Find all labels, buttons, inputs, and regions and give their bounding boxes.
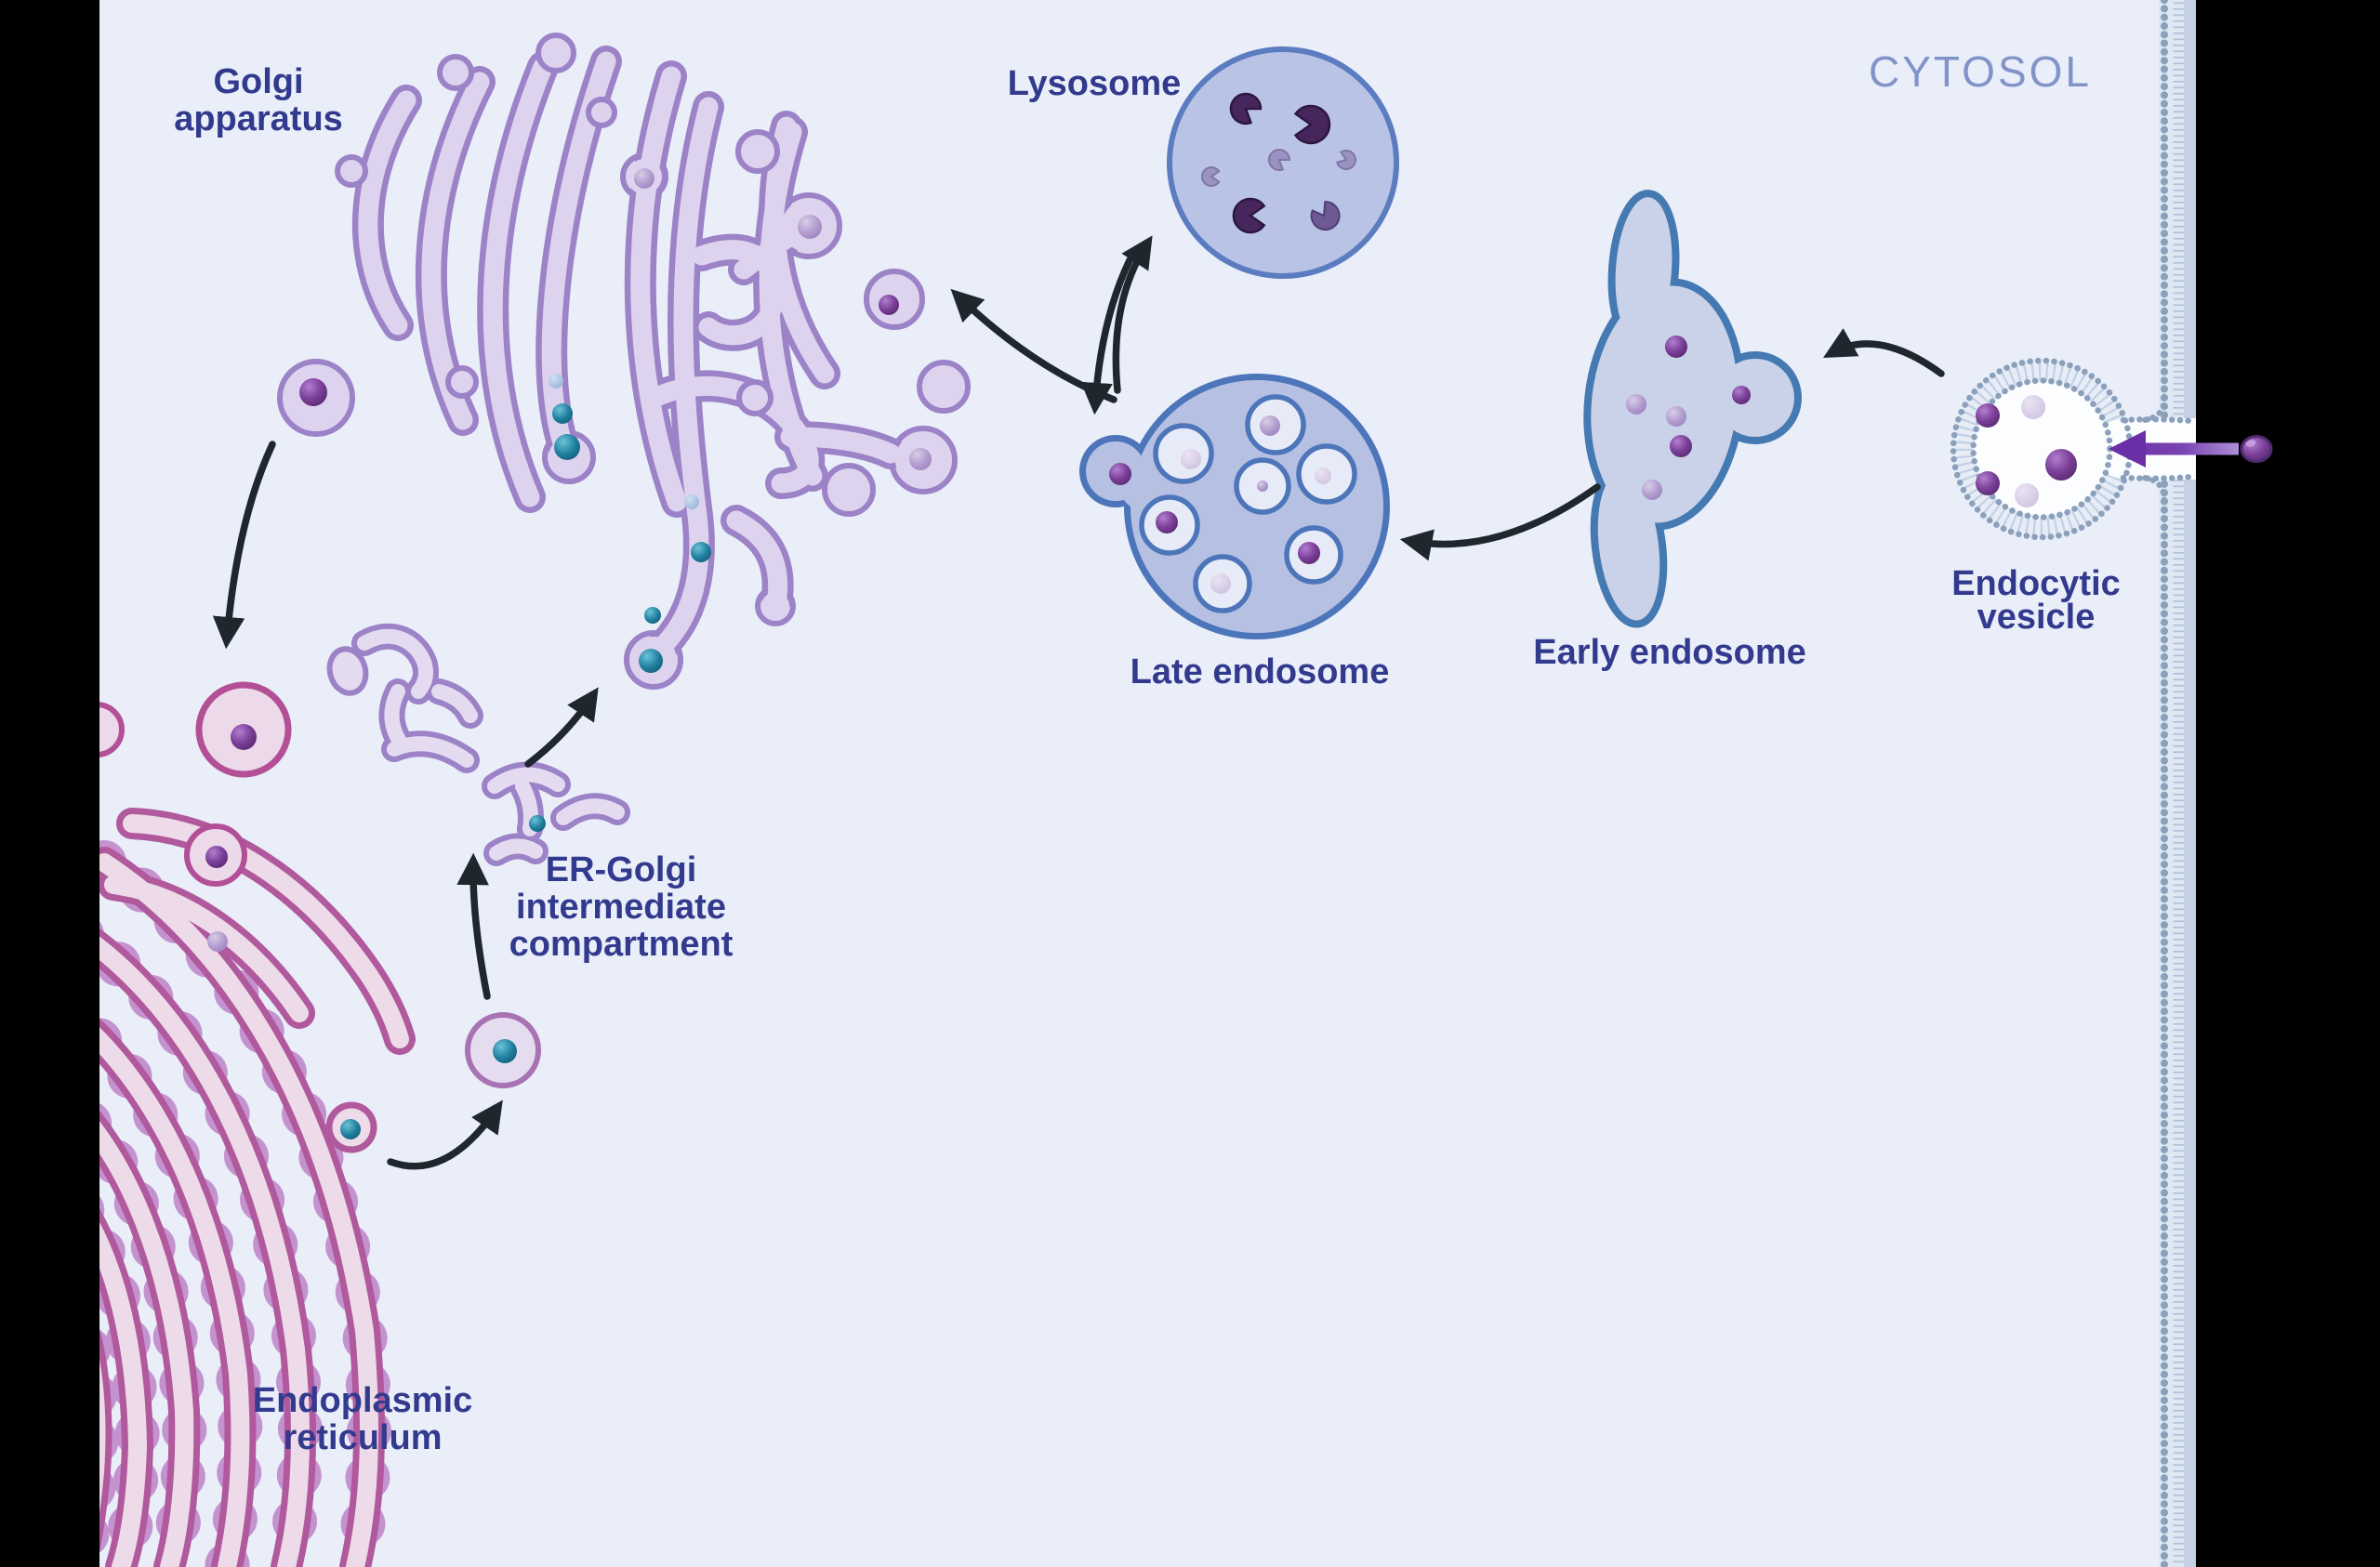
lipid-bilayer-membrane-icon (2159, 0, 2196, 1567)
cargo-dot-purple (1156, 511, 1178, 533)
cargo-dot-purple (1298, 542, 1320, 564)
cargo-dot-teal (529, 815, 546, 832)
cargo-dot-purple (231, 724, 257, 750)
cargo-dot-pale (1181, 449, 1201, 469)
letterbox-left (0, 0, 99, 1567)
cargo-dot-purple (2045, 449, 2077, 481)
cargo-dot-purple (1665, 336, 1687, 358)
er-label-line2: reticulum (283, 1418, 442, 1457)
cargo-dot-lavender (798, 215, 822, 239)
cargo-dot-teal (644, 607, 661, 624)
cargo-dot-lavender (1626, 394, 1646, 415)
cargo-dot-lavender (1666, 406, 1686, 427)
ergic-illustration (326, 623, 630, 866)
golgi-apparatus-illustration (277, 33, 971, 690)
cargo-dot-purple (1109, 463, 1131, 485)
cargo-dot-pale (2021, 395, 2045, 419)
cargo-dot-purple (299, 378, 327, 406)
early-endosome-illustration (1583, 190, 1802, 628)
cargo-dot-purple (1976, 403, 2000, 428)
cargo-dot-lavender (1260, 415, 1280, 436)
arrow-golgi-to-late-endosome (1080, 257, 1133, 415)
early-endosome-label: Early endosome (1533, 633, 1806, 672)
purple-ligand-sphere-icon (2240, 435, 2273, 463)
lysosome-illustration (1167, 46, 1399, 279)
cargo-dot-teal (639, 649, 663, 673)
cargo-dot-purple (205, 846, 228, 868)
lysosomal-enzyme-pacman-icon (1200, 92, 1356, 234)
cytosol-label: CYTOSOL (1869, 47, 2092, 96)
cargo-dot-teal (340, 1119, 361, 1139)
neck-bottom-membrane (2120, 473, 2196, 482)
ergic-label-line3: compartment (509, 925, 734, 964)
ergic-label-line1: ER-Golgi (546, 850, 697, 889)
er-label-line1: Endoplasmic (253, 1381, 473, 1420)
cargo-dot-lavender (634, 168, 654, 189)
ergic-label-line2: intermediate (516, 888, 726, 927)
late-endosome-label: Late endosome (1130, 652, 1390, 691)
cargo-dot-teal (691, 542, 711, 562)
black-curved-transport-arrow-icon (212, 235, 1945, 1170)
endoplasmic-reticulum-illustration (28, 681, 541, 1567)
cargo-dot-lavender (1257, 481, 1268, 492)
arrow-late-endosome-to-lysosome (1112, 235, 1153, 394)
late-endosome-illustration (1079, 374, 1390, 639)
cargo-dot-pale (2015, 483, 2039, 507)
arrow-endocytic-to-early-endosome (1822, 328, 1945, 377)
arrow-er-to-vesicle (387, 1100, 503, 1170)
endocytic-vesicle-label-line2: vesicle (1977, 598, 2096, 637)
cargo-dot-lightblue (684, 494, 699, 509)
cargo-dot-lightblue (549, 374, 563, 388)
golgi-label-line2: apparatus (174, 99, 343, 138)
cargo-dot-teal (554, 434, 580, 460)
golgi-vesicles (335, 33, 971, 517)
cargo-dot-purple (1976, 471, 2000, 495)
arrow-golgi-to-er (212, 441, 276, 650)
arrow-ergic-to-golgi (524, 687, 599, 768)
purple-endocytosis-arrow-icon (2109, 430, 2239, 467)
cargo-dot-purple (879, 295, 899, 315)
diagram-labels: Golgi apparatus Lysosome Late endosome E… (174, 47, 2121, 1457)
cargo-dot-lavender (207, 931, 228, 952)
arrow-vesicle-to-ergic (456, 852, 491, 1000)
neck-top-membrane (2120, 415, 2196, 425)
cargo-dot-purple (1670, 435, 1692, 457)
cargo-dot-pale (1210, 573, 1231, 594)
arrow-early-to-late-endosome (1399, 483, 1601, 561)
golgi-label-line1: Golgi (213, 62, 303, 101)
endocytic-vesicle-label-line1: Endocytic (1951, 564, 2121, 603)
cargo-dot-lavender (909, 448, 932, 470)
cargo-dot-purple (1732, 386, 1751, 404)
letterbox-right (2196, 0, 2380, 1567)
cargo-dot-pale (1315, 467, 1331, 484)
cargo-dot-teal (552, 403, 573, 424)
cargo-dot-teal (493, 1039, 517, 1063)
cargo-dot-lavender (1642, 480, 1662, 500)
lysosome-label: Lysosome (1008, 64, 1182, 103)
